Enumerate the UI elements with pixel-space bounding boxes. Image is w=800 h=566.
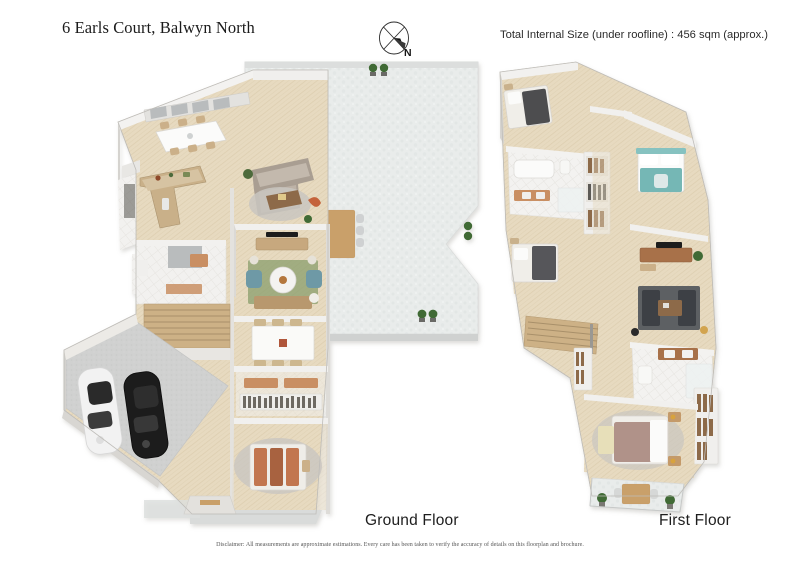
room-master-wir[interactable] [693,387,719,465]
ground-floor-massing [62,61,479,524]
furniture-formal-dining-table [251,319,315,367]
first-wall-outline [499,61,717,497]
room-linen-store-lower[interactable] [573,347,593,391]
furniture-kitchen-bench [143,91,251,123]
room-stair-void[interactable] [523,315,599,355]
first-floor-plan[interactable] [480,48,740,518]
room-bedroom-3[interactable] [508,224,592,300]
ground-wall-outline [63,69,329,515]
total-internal-size-note: Total Internal Size (under roofline) : 4… [500,29,769,41]
furniture-tv-console [639,242,703,271]
room-family-living[interactable] [243,158,321,223]
page-title: 6 Earls Court, Balwyn North [62,18,255,37]
room-pantry[interactable] [118,160,140,250]
room-formal-lounge[interactable] [234,224,328,309]
furniture-lounge-credenza [255,232,309,251]
furniture-bed-grey-1 [503,83,553,129]
furniture-kitchen-island [139,165,207,229]
room-main-bathroom[interactable] [506,146,591,221]
furniture-bed-grey-2 [510,238,559,283]
furniture-guest-bed [234,438,322,494]
compass-north-label: N [404,47,412,59]
room-garage[interactable] [62,314,230,488]
room-landing[interactable] [590,106,632,348]
room-powder-room[interactable] [132,254,166,294]
furniture-retreat-sofa [631,286,708,336]
furniture-balcony-table [614,483,658,505]
room-formal-dining[interactable] [234,316,328,367]
compass-rose-icon: N [374,18,420,64]
room-balcony[interactable] [589,477,685,513]
furniture-master-bed [592,410,684,470]
entry-porch [183,495,237,515]
room-bedroom-4[interactable] [624,110,696,220]
furniture-car-black [123,371,169,459]
furniture-bookshelf [239,393,323,411]
disclaimer-text: Disclaimer: All measurements are approxi… [216,542,584,548]
balcony-plants-icon [597,493,675,509]
furniture-sectional-sofa [243,158,321,223]
room-guest-bedroom[interactable] [144,418,328,524]
ground-floor-label: Ground Floor [365,512,459,529]
room-master-bedroom[interactable] [584,394,698,478]
room-retreat[interactable] [630,224,710,344]
furniture-dining-table [155,115,227,156]
room-study[interactable] [234,366,328,416]
room-kitchen-dining[interactable] [118,70,328,229]
room-bedroom-2[interactable] [500,62,584,144]
furniture-car-white [77,367,123,455]
first-floor-label: First Floor [659,512,731,529]
furniture-bed-teal [636,148,686,193]
first-floor-massing [499,61,719,513]
terrace-plants-icon [368,63,473,322]
ground-floor-plan[interactable] [40,48,500,524]
furniture-lounge-seating [246,255,322,309]
